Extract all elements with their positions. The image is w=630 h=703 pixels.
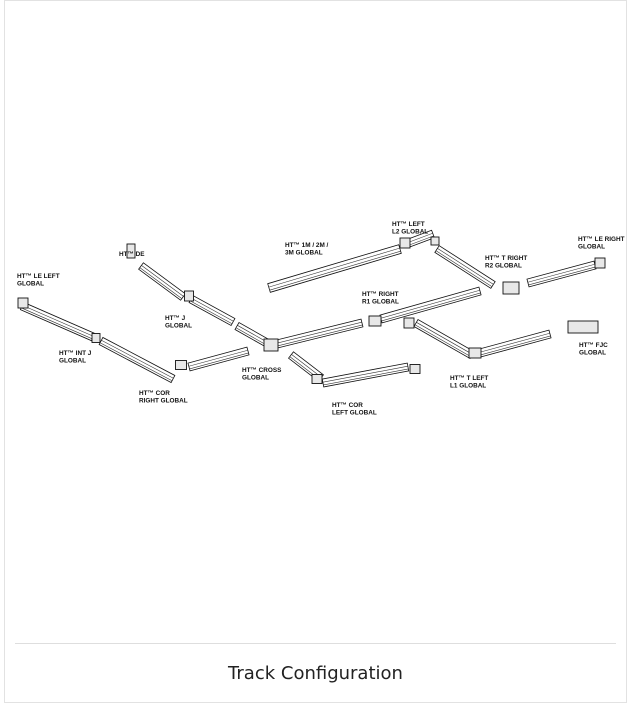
- track-cor-left-run: [321, 362, 410, 388]
- connector-l2-end: [430, 236, 440, 246]
- connector-r1-join: [403, 317, 415, 329]
- label-j: HT™ J GLOBAL: [165, 315, 192, 330]
- connector-cor-left: [311, 374, 323, 384]
- track-straight: [267, 244, 402, 293]
- track-cross-up: [275, 318, 364, 349]
- connector-r1: [368, 315, 382, 327]
- label-cor-right: HT™ COR RIGHT GLOBAL: [139, 390, 188, 405]
- connector-le-right: [594, 257, 606, 269]
- connector-corner-left-end: [409, 364, 421, 374]
- track-tleft-out: [478, 329, 552, 358]
- connectors: [17, 236, 606, 384]
- product-card: HT™ LE LEFT GLOBAL HT™ DE HT™ INT J GLOB…: [4, 0, 627, 703]
- track-l2-down: [434, 245, 496, 289]
- connector-le-left: [17, 297, 29, 309]
- track-de-branch: [138, 262, 186, 301]
- track-cor-right: [187, 346, 250, 372]
- figure-caption: Track Configuration: [228, 663, 403, 684]
- caption-divider: [15, 643, 616, 644]
- connector-j: [184, 290, 194, 302]
- track-diagram-svg: HT™ LE LEFT GLOBAL HT™ DE HT™ INT J GLOB…: [17, 221, 626, 417]
- track-to-tleft: [413, 318, 475, 360]
- track-tright-out: [526, 260, 597, 288]
- label-t-left-l1: HT™ T LEFT L1 GLOBAL: [450, 375, 490, 390]
- component-labels: HT™ LE LEFT GLOBAL HT™ DE HT™ INT J GLOB…: [17, 221, 626, 417]
- track-left-2: [98, 336, 176, 384]
- track-segments: [19, 229, 597, 388]
- connector-cross: [263, 338, 279, 352]
- label-left-l2: HT™ LEFT L2 GLOBAL: [392, 221, 428, 236]
- label-cor-left: HT™ COR LEFT GLOBAL: [332, 402, 377, 417]
- connector-int-j: [91, 333, 101, 343]
- label-straight: HT™ 1M / 2M / 3M GLOBAL: [285, 242, 330, 257]
- label-le-left: HT™ LE LEFT GLOBAL: [17, 273, 61, 288]
- label-de: HT™ DE: [119, 251, 145, 258]
- label-t-right-r2: HT™ T RIGHT R2 GLOBAL: [485, 255, 529, 270]
- track-left-1: [19, 301, 96, 342]
- connector-de: [126, 243, 136, 259]
- track-j-1: [188, 294, 236, 327]
- connector-fjc: [567, 320, 599, 334]
- label-right-r1: HT™ RIGHT R1 GLOBAL: [362, 291, 400, 306]
- track-configuration-diagram: HT™ LE LEFT GLOBAL HT™ DE HT™ INT J GLOB…: [5, 1, 626, 643]
- label-int-j: HT™ INT J GLOBAL: [59, 350, 93, 365]
- label-cross: HT™ CROSS GLOBAL: [242, 367, 283, 382]
- label-fjc: HT™ FJC GLOBAL: [579, 342, 610, 357]
- label-le-right: HT™ LE RIGHT GLOBAL: [578, 236, 626, 251]
- connector-l2: [399, 237, 411, 249]
- connector-t-left: [468, 347, 482, 359]
- connector-cor-right: [175, 360, 187, 370]
- connector-t-right: [502, 281, 520, 295]
